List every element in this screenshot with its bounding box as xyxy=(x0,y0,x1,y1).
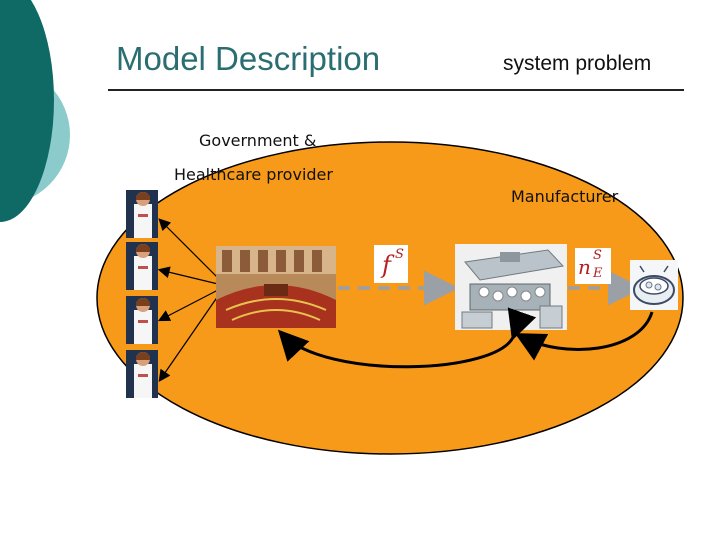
policy-symbol-base: f xyxy=(382,251,391,279)
arrow-to-doctor xyxy=(158,218,219,279)
effort-symbol-base: n xyxy=(578,255,591,279)
medicine-bowl-image xyxy=(630,260,678,310)
manufacturer-factory-image xyxy=(455,244,567,330)
feedback-arrow-market-manufacturer xyxy=(514,311,654,361)
slide-subtitle: system problem xyxy=(503,52,652,75)
slide-title: Model Description xyxy=(116,40,381,77)
title-underline xyxy=(108,89,684,91)
policy-symbol: f S xyxy=(374,245,408,283)
arrow-to-doctor xyxy=(157,266,219,285)
effort-symbol-superscript: S xyxy=(593,248,602,263)
arrow-to-doctor xyxy=(158,295,219,382)
feedback-arrow-government-manufacturer xyxy=(277,307,537,369)
manufacturer-label: Manufacturer xyxy=(511,187,619,206)
provider-arrows xyxy=(157,218,219,382)
doctor-icon xyxy=(126,242,158,290)
healthcare-provider-label: Healthcare provider xyxy=(174,165,333,184)
doctor-icons xyxy=(126,190,158,398)
government-label: Government & xyxy=(199,131,317,150)
effort-symbol-subscript: E xyxy=(593,266,603,281)
doctor-icon xyxy=(126,350,158,398)
system-boundary-ellipse xyxy=(96,141,684,455)
policy-symbol-superscript: S xyxy=(395,247,404,262)
effort-symbol: n S E xyxy=(575,248,611,284)
doctor-icon xyxy=(126,190,158,238)
government-parliament-image xyxy=(216,246,336,328)
decor-circle-dark xyxy=(0,0,54,222)
arrow-to-doctor xyxy=(157,289,219,322)
doctor-icon xyxy=(126,296,158,344)
